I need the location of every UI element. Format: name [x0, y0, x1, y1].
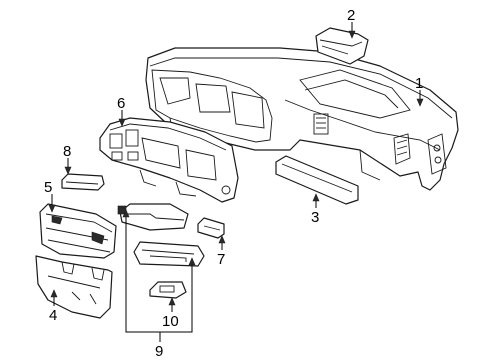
- callout-7: 7: [217, 251, 225, 268]
- leader-9: [125, 212, 193, 333]
- arrow-4: [50, 289, 58, 298]
- callout-3: 3: [311, 209, 319, 226]
- callout-labels: 1 2 3 4 5 6 7 8 9 10: [44, 7, 423, 360]
- callout-5: 5: [44, 179, 52, 196]
- arrow-10: [168, 297, 176, 306]
- callout-2: 2: [347, 7, 355, 24]
- arrow-8: [64, 166, 72, 175]
- arrow-9b: [188, 257, 196, 266]
- callout-8: 8: [63, 143, 71, 160]
- arrow-6: [118, 118, 126, 127]
- upper-cover: [315, 27, 369, 65]
- arrow-5: [48, 204, 56, 213]
- arrow-1: [416, 98, 424, 107]
- lower-cover: [35, 255, 113, 319]
- arrow-2: [348, 30, 356, 39]
- small-bracket: [197, 217, 225, 239]
- callout-6: 6: [117, 95, 125, 112]
- arrow-9a: [122, 209, 130, 218]
- callout-4: 4: [49, 307, 57, 324]
- arrow-7: [218, 235, 226, 244]
- cluster-bezel: [99, 117, 239, 203]
- cup-holder: [149, 281, 187, 299]
- console-group: [117, 203, 205, 267]
- knee-bolster-bracket: [39, 203, 117, 259]
- callout-1: 1: [415, 75, 423, 92]
- leader-lines: [48, 22, 424, 342]
- trim-panel: [61, 173, 105, 191]
- arrow-3: [312, 193, 320, 202]
- callout-9: 9: [155, 343, 163, 360]
- callout-10: 10: [162, 313, 179, 330]
- glove-box-door: [275, 155, 359, 205]
